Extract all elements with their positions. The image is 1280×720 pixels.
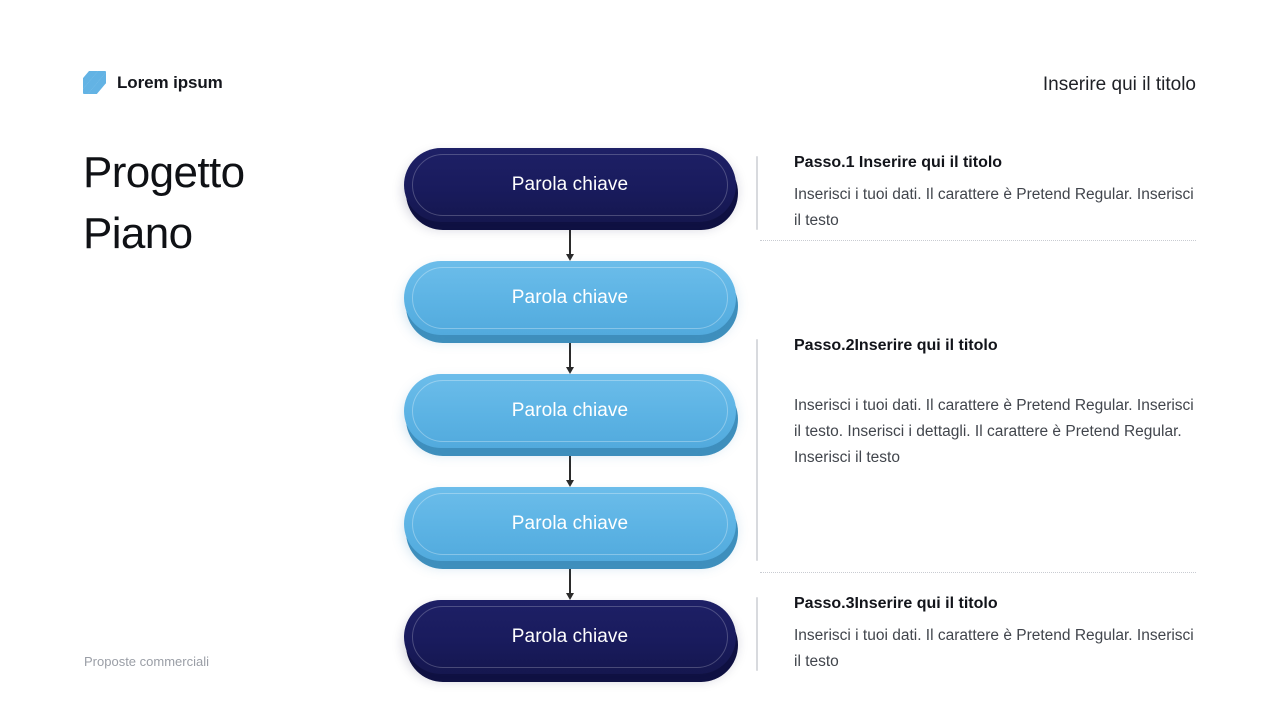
step-3-number: Passo.3 — [794, 595, 855, 612]
flow-node-1-label: Parola chiave — [511, 174, 629, 195]
down-arrow-icon-3 — [404, 448, 736, 487]
step-2-accent-bar — [756, 339, 758, 561]
flow-node-1[interactable]: Parola chiave — [404, 148, 736, 222]
step-1-body: Inserisci i tuoi dati. Il carattere è Pr… — [794, 185, 1194, 229]
steps-list: Passo.1 Inserire qui il titolo Inserisci… — [756, 146, 1196, 686]
step-divider-1 — [760, 240, 1196, 241]
brand-name: Lorem ipsum — [117, 72, 223, 92]
step-3-body: Inserisci i tuoi dati. Il carattere è Pr… — [794, 626, 1194, 670]
footer-note: Proposte commerciali — [84, 654, 209, 669]
step-3-accent-bar — [756, 597, 758, 671]
step-1-number: Passo.1 — [794, 154, 855, 171]
flow-node-2[interactable]: Parola chiave — [404, 261, 736, 335]
step-1-title-text: Inserire qui il titolo — [854, 154, 1003, 171]
page-title: Progetto Piano — [83, 143, 403, 264]
step-3-title-text: Inserire qui il titolo — [854, 595, 998, 612]
down-arrow-icon-2 — [404, 335, 736, 374]
step-2-body: Inserisci i tuoi dati. Il carattere è Pr… — [794, 396, 1194, 467]
step-1-title: Passo.1 Inserire qui il titolo — [794, 152, 1194, 174]
flow-node-1-wrap: Parola chiave — [404, 148, 744, 230]
header-title: Inserire qui il titolo — [1042, 74, 1196, 95]
flow-node-3-wrap: Parola chiave — [404, 374, 744, 456]
flow-node-3[interactable]: Parola chiave — [404, 374, 736, 448]
step-item-3: Passo.3Inserire qui il titolo Inserisci … — [756, 593, 1194, 675]
flow-node-3-label: Parola chiave — [511, 400, 629, 421]
page-title-line-1: Progetto — [83, 148, 245, 197]
step-item-1: Passo.1 Inserire qui il titolo Inserisci… — [756, 152, 1194, 234]
flow-node-4-label: Parola chiave — [511, 513, 629, 534]
brand: Lorem ipsum — [83, 71, 223, 94]
diagonal-stripes-logo-icon — [83, 71, 106, 94]
flow-node-4[interactable]: Parola chiave — [404, 487, 736, 561]
flow-node-2-wrap: Parola chiave — [404, 261, 744, 343]
down-arrow-icon-4 — [404, 561, 736, 600]
flow-node-5[interactable]: Parola chiave — [404, 600, 736, 674]
flow-node-5-wrap: Parola chiave — [404, 600, 744, 682]
step-1-accent-bar — [756, 156, 758, 230]
flow-diagram: Parola chiave Parola chiave Parola chiav… — [404, 148, 744, 688]
step-2-title-text: Inserire qui il titolo — [854, 337, 998, 354]
flow-node-5-label: Parola chiave — [511, 626, 629, 647]
step-divider-2 — [760, 572, 1196, 573]
step-item-2: Passo.2Inserire qui il titolo Inserisci … — [756, 335, 1194, 561]
step-3-title: Passo.3Inserire qui il titolo — [794, 593, 1194, 615]
page-title-line-2: Piano — [83, 208, 193, 258]
step-2-number: Passo.2 — [794, 337, 855, 354]
flow-node-4-wrap: Parola chiave — [404, 487, 744, 569]
step-2-title: Passo.2Inserire qui il titolo — [794, 335, 1194, 357]
flow-node-2-label: Parola chiave — [511, 287, 629, 308]
down-arrow-icon-1 — [404, 222, 736, 261]
